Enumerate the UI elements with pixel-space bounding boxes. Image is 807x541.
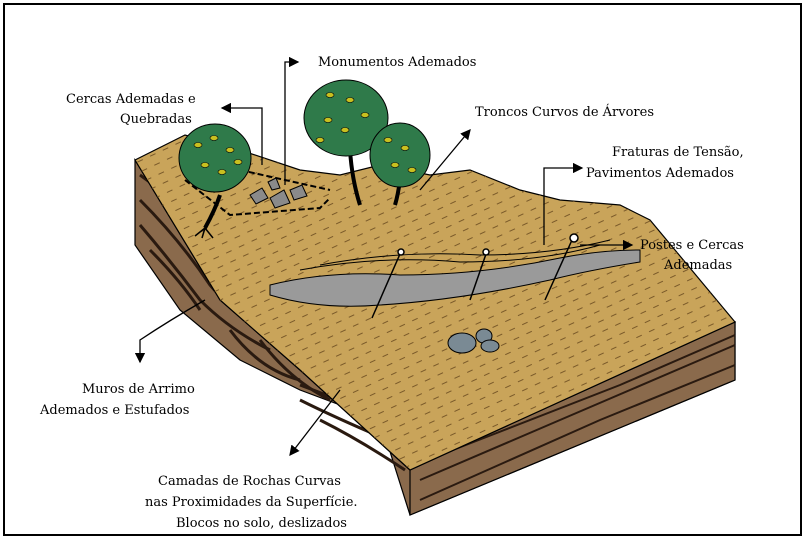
label-postes-2: Ademadas — [663, 258, 732, 273]
label-monumentos: Monumentos Ademados — [318, 55, 476, 70]
label-camadas-3: Blocos no solo, deslizados — [176, 516, 347, 531]
label-camadas-2: nas Proximidades da Superfície. — [145, 495, 358, 510]
label-troncos: Troncos Curvos de Árvores — [475, 104, 654, 120]
label-fraturas-2: Pavimentos Ademados — [586, 166, 734, 181]
label-fraturas-1: Fraturas de Tensão, — [612, 145, 744, 160]
label-camadas-1: Camadas de Rochas Curvas — [158, 474, 341, 489]
label-cercas-2: Quebradas — [120, 112, 192, 127]
label-muros-1: Muros de Arrimo — [82, 382, 195, 397]
label-cercas-1: Cercas Ademadas e — [66, 92, 196, 107]
label-postes-1: Postes e Cercas — [640, 238, 744, 253]
label-muros-2: Ademados e Estufados — [39, 403, 189, 418]
